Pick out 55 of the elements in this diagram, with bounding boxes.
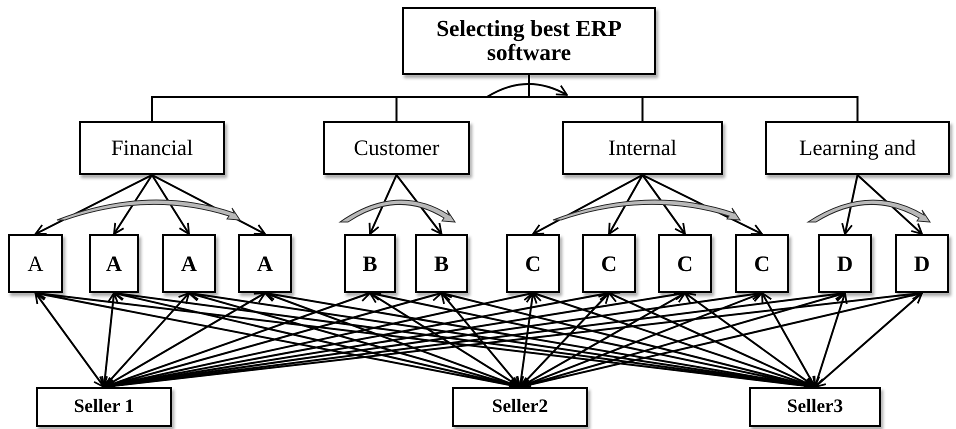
box-label: B (362, 252, 378, 276)
category-box (79, 121, 225, 175)
box-label: Seller2 (492, 397, 548, 417)
sub-criterion-box (415, 234, 468, 293)
title-box (402, 7, 656, 75)
sub-criterion-box (582, 234, 636, 293)
box-label: C (525, 252, 541, 276)
arrow (642, 174, 686, 235)
box-label: D (837, 252, 853, 276)
box-label: A (181, 252, 197, 276)
sub-criterion-box (162, 234, 216, 293)
sub-criterion-box (238, 234, 292, 293)
category-box (765, 121, 950, 175)
box-label: Learning and (799, 136, 916, 160)
sub-criterion-box (89, 234, 139, 293)
seller-box (749, 387, 881, 427)
arrow (34, 292, 105, 388)
sub-criterion-box (818, 234, 872, 293)
arrow (103, 292, 266, 388)
sub-criterion-box (344, 234, 396, 293)
box-label: C (601, 252, 617, 276)
box-label: Seller3 (787, 397, 843, 417)
box-label: Selecting best ERP software (435, 16, 623, 66)
arrow (396, 174, 442, 235)
arrow (532, 174, 643, 235)
arrow (113, 174, 153, 235)
arrow (608, 174, 644, 235)
arrow (368, 174, 398, 235)
sub-criterion-box (735, 234, 789, 293)
box-label: Seller 1 (74, 397, 134, 417)
category-box (562, 121, 723, 175)
arrow (519, 292, 686, 388)
box-label: A (28, 252, 44, 276)
arrow (814, 292, 923, 388)
box-label: Financial (111, 136, 193, 160)
box-label: D (914, 252, 930, 276)
arrow (151, 174, 190, 235)
box-label: C (754, 252, 770, 276)
sub-criterion-box (658, 234, 712, 293)
box-label: A (257, 252, 273, 276)
sub-criterion-box (8, 234, 63, 293)
arrow (34, 174, 152, 235)
box-label: A (106, 252, 122, 276)
seller-box (36, 387, 172, 427)
sub-criterion-box (506, 234, 560, 293)
box-label: Internal (608, 136, 677, 160)
box-label: C (677, 252, 693, 276)
arrow (856, 174, 923, 235)
seller-box (452, 387, 588, 427)
arrow (841, 174, 858, 235)
arrow (642, 174, 763, 235)
sub-criterion-box (895, 234, 949, 293)
category-box (323, 121, 470, 175)
box-label: Customer (354, 136, 440, 160)
box-label: B (434, 252, 449, 276)
